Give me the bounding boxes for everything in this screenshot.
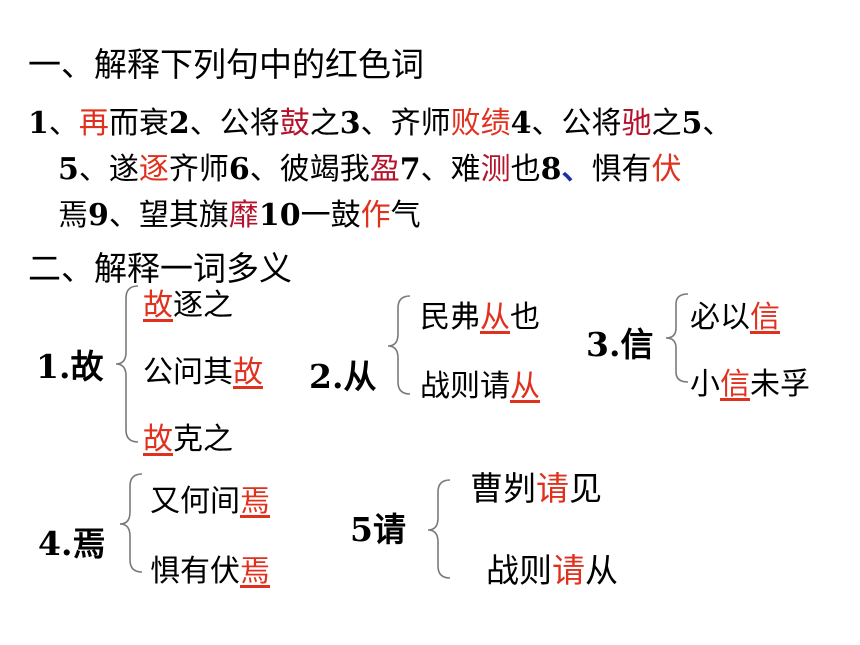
segment-number: 8	[540, 152, 562, 187]
segment-text: 、彼竭我	[249, 152, 370, 187]
segment-highlight: 焉	[240, 554, 270, 589]
segment-number: 4	[510, 106, 532, 141]
segment-number: 6	[228, 152, 250, 187]
group-gu-item-1: 故逐之	[143, 280, 233, 324]
segment-text: 民弗	[420, 300, 480, 335]
segment-text: 小	[690, 367, 720, 402]
sentence-line-3: 焉9、望其旗靡10一鼓作气	[58, 190, 421, 234]
group-xin-brace	[665, 293, 689, 383]
segment-highlight: 信	[750, 300, 780, 335]
segment-highlight: 测	[480, 152, 511, 187]
segment-highlight: 逐	[138, 152, 169, 187]
segment-highlight: 盈	[369, 152, 400, 187]
segment-text: 、齐师	[360, 106, 451, 141]
group-cong-item-2: 战则请从	[420, 361, 540, 405]
group-yan-item-2: 惧有伏焉	[150, 546, 270, 590]
segment-text: 也	[510, 152, 541, 187]
group-qing-label: 5请	[350, 510, 406, 549]
segment-text: 惧有	[591, 152, 652, 187]
segment-highlight: 故	[143, 422, 173, 457]
group-gu-item-3: 故克之	[143, 414, 233, 458]
group-qing-brace	[427, 479, 451, 579]
segment-text: 、	[702, 106, 733, 141]
segment-highlight: 从	[510, 369, 540, 404]
heading-explain-red-words: 一、解释下列句中的红色词	[28, 45, 424, 84]
segment-highlight: 故	[233, 355, 263, 390]
segment-text: 又何间	[150, 484, 240, 519]
group-qing-item-2: 战则请从	[486, 544, 618, 592]
segment-text: 齐师	[168, 152, 229, 187]
segment-text: 、	[48, 106, 79, 141]
group-cong-brace	[387, 295, 411, 395]
heading-polysemy: 二、解释一词多义	[28, 249, 292, 288]
segment-number: 10	[258, 198, 301, 233]
group-cong-item-1: 民弗从也	[420, 292, 540, 336]
segment-number: 9	[88, 198, 109, 233]
group-gu-label: 1.故	[36, 347, 104, 386]
segment-number: 5	[681, 106, 703, 141]
segment-text: 战则请	[420, 369, 510, 404]
segment-text: 而衰	[108, 106, 169, 141]
segment-highlight: 鼓	[279, 106, 310, 141]
segment-highlight: 作	[360, 198, 391, 233]
segment-highlight: 请	[552, 551, 585, 590]
group-xin-label: 3.信	[586, 325, 654, 364]
group-gu-item-2: 公问其故	[143, 347, 263, 391]
segment-text: 从	[585, 551, 618, 590]
segment-text: 、公将	[189, 106, 280, 141]
group-xin-item-2: 小信未孚	[690, 359, 810, 403]
group-yan-brace	[119, 473, 143, 573]
group-xin-item-1: 必以信	[690, 292, 780, 336]
segment-text: 之	[651, 106, 682, 141]
segment-text: 见	[569, 469, 602, 508]
segment-text: 公问其	[143, 355, 233, 390]
segment-highlight: 请	[536, 469, 569, 508]
segment-text: 惧有伏	[150, 554, 240, 589]
segment-text: 必以	[690, 300, 750, 335]
segment-highlight: 驰	[621, 106, 652, 141]
segment-highlight: 故	[143, 288, 173, 323]
segment-highlight: 败绩	[450, 106, 511, 141]
sentence-line-2: 5、遂逐齐师6、彼竭我盈7、难测也8、惧有伏	[58, 144, 682, 188]
group-cong-label: 2.从	[309, 357, 377, 396]
segment-text: 、望其旗	[108, 198, 229, 233]
segment-number: 2	[168, 106, 190, 141]
segment-text: 曹刿	[470, 469, 536, 508]
segment-highlight: 、	[561, 152, 592, 187]
segment-highlight: 从	[480, 300, 510, 335]
segment-text: 逐之	[173, 288, 233, 323]
group-qing-item-1: 曹刿请见	[470, 462, 602, 510]
segment-number: 5	[58, 152, 79, 187]
segment-number: 3	[339, 106, 361, 141]
segment-text: 之	[309, 106, 340, 141]
segment-number: 7	[399, 152, 421, 187]
group-gu-brace	[115, 285, 139, 443]
segment-text: 、遂	[78, 152, 139, 187]
segment-text: 也	[510, 300, 540, 335]
group-yan-label: 4.焉	[38, 524, 106, 563]
segment-highlight: 伏	[651, 152, 682, 187]
segment-text: 一鼓	[300, 198, 361, 233]
segment-text: 未孚	[750, 367, 810, 402]
segment-number: 1	[28, 106, 49, 141]
sentence-line-1: 1、再而衰2、公将鼓之3、齐师败绩4、公将驰之5、	[28, 98, 732, 142]
segment-text: 气	[390, 198, 421, 233]
group-yan-item-1: 又何间焉	[150, 476, 270, 520]
segment-text: 焉	[58, 198, 88, 233]
segment-highlight: 信	[720, 367, 750, 402]
segment-text: 、公将	[531, 106, 622, 141]
segment-text: 战则	[486, 551, 552, 590]
segment-text: 克之	[173, 422, 233, 457]
segment-text: 、难	[420, 152, 481, 187]
segment-highlight: 靡	[228, 198, 259, 233]
segment-highlight: 再	[78, 106, 109, 141]
segment-highlight: 焉	[240, 484, 270, 519]
